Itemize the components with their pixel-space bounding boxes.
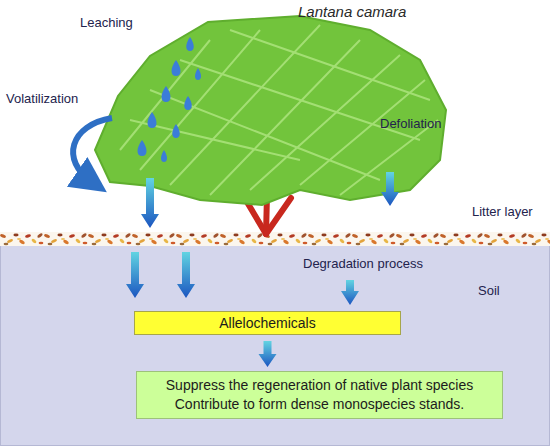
process-label: Leaching (80, 16, 133, 31)
layer-label: Litter layer (472, 205, 533, 220)
canopy-scribble (120, 25, 438, 195)
soil-band: SoilAllelochemicalsSuppress the regenera… (0, 245, 550, 446)
box-text: Contribute to form dense monospecies sta… (175, 395, 465, 414)
litter-band (0, 232, 550, 246)
flow-arrows (126, 172, 399, 305)
process-label: Volatilization (6, 92, 78, 107)
leaching-drops (138, 37, 202, 162)
plant-name: Lantana camara (298, 3, 406, 20)
canopy (95, 16, 446, 205)
box-text: Allelochemicals (219, 314, 315, 333)
flow-arrow (259, 341, 277, 367)
box-text: Suppress the regeneration of native plan… (166, 376, 473, 395)
trunk (244, 195, 291, 234)
region-label: Soil (478, 283, 500, 298)
effect-box: Suppress the regeneration of native plan… (136, 371, 503, 419)
volatilization-arrow (73, 118, 112, 182)
process-label: Defoliation (380, 117, 441, 132)
process-label: Degradation process (303, 257, 423, 272)
allelochemicals-box: Allelochemicals (134, 311, 401, 335)
